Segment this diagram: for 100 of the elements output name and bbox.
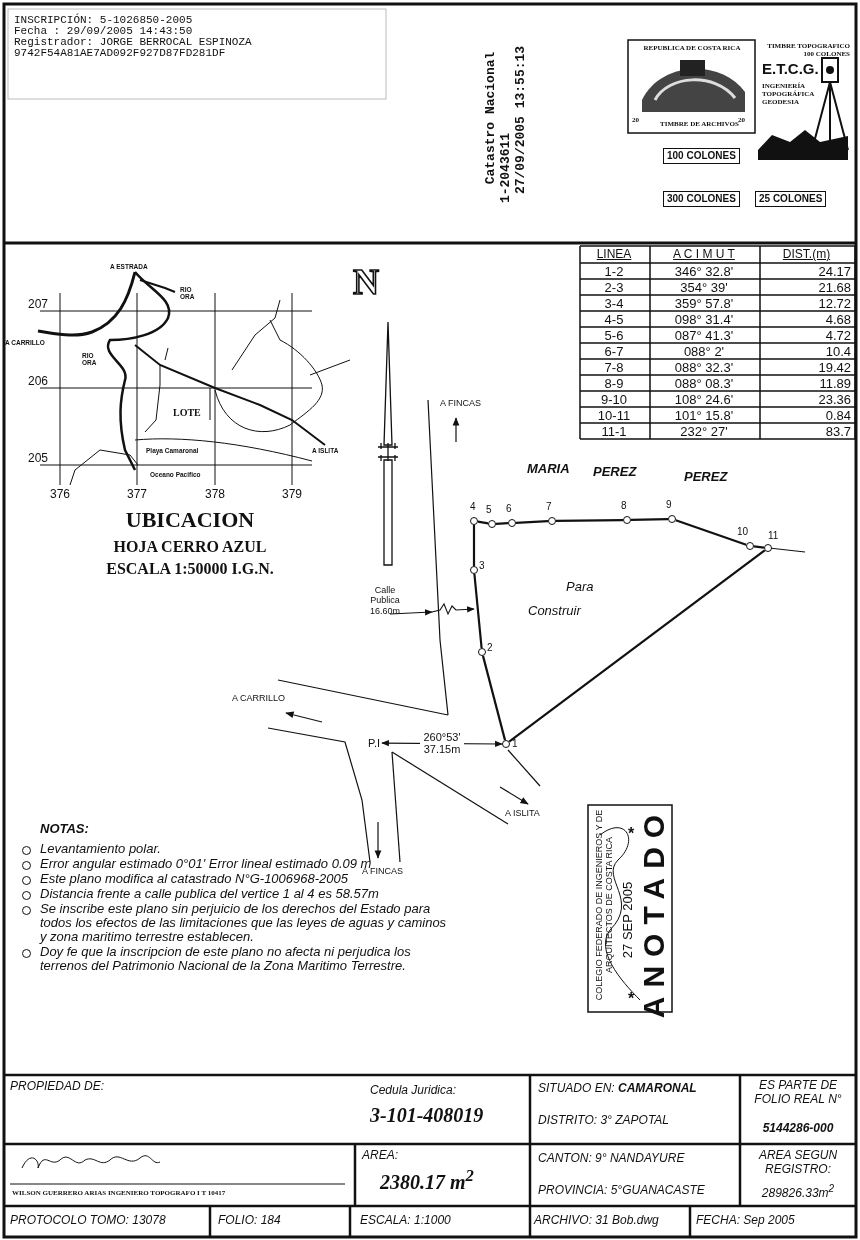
field-label: FECHA: Sep 2005 xyxy=(696,1214,795,1228)
stamp-date: 27 SEP 2005 xyxy=(620,881,636,959)
vertex-number: 1 xyxy=(512,738,518,749)
north-letter: N xyxy=(353,262,379,304)
table-value: 3-4 xyxy=(603,297,625,312)
field-value: 5144286-000 xyxy=(761,1122,835,1136)
table-value: 098° 31.4' xyxy=(673,313,735,328)
table-value: 4-5 xyxy=(603,313,625,328)
field-label: 289826.33m$^{2}$ xyxy=(760,1183,836,1201)
vertex-number: 2 xyxy=(487,642,493,653)
grid-coordinate: 378 xyxy=(205,488,226,502)
registry-stamp-text: 27/09/2005 13:55:13 xyxy=(513,45,529,195)
grid-coordinate: 376 xyxy=(50,488,71,502)
fee-stamp: 25 COLONES xyxy=(755,191,827,207)
point-label: P.I xyxy=(368,737,381,749)
stamp-text: * xyxy=(628,990,635,1009)
table-value: 11.89 xyxy=(818,377,851,392)
column-heading: LINEA xyxy=(595,248,633,262)
table-value: 088° 08.3' xyxy=(673,377,735,392)
vertex-number: 3 xyxy=(479,560,485,571)
table-value: 088° 2' xyxy=(682,345,726,360)
column-heading: A C I M U T xyxy=(672,248,736,262)
note-text: Distancia frente a calle publica del vertice 1 al 4 es 58.57m xyxy=(40,887,379,901)
boundary-line xyxy=(477,520,489,525)
table-value: 4.72 xyxy=(824,329,851,344)
table-value: 2-3 xyxy=(603,281,625,296)
table-value: 23.36 xyxy=(817,393,851,408)
note-text: Se inscribe este plano sin perjuicio de los derechos del Estado para todos los efectos de las limitaciones que las leyes de aguas y caminos y zona maritimo terrestre establecen. xyxy=(40,902,448,944)
map-label: LOTE xyxy=(173,407,201,419)
field-label: ES PARTE DE FOLIO REAL N° xyxy=(753,1079,843,1107)
map-title: UBICACION xyxy=(124,507,256,533)
field-label: FOLIO: 184 xyxy=(218,1214,281,1228)
stamp-text: COLEGIO FEDERADO DE INGENIEROS Y DE ARQUITECTOS DE COSTA RICA xyxy=(593,808,615,1003)
map-subtitle: ESCALA 1:50000 I.G.N. xyxy=(105,560,275,579)
table-value: 10-11 xyxy=(596,409,632,424)
note-text: Doy fe que la inscripcion de este plano no afecta ni perjudica los terrenos del Patrimonio Nacional de la Zona Maritimo Terrestre. xyxy=(40,945,412,973)
vertex-number: 7 xyxy=(546,501,552,512)
table-value: 0.84 xyxy=(824,409,851,424)
field-value: 3-101-408019 xyxy=(370,1104,484,1127)
field-label: SITUADO EN: CAMARONAL xyxy=(538,1082,697,1096)
boundary-line xyxy=(630,518,669,521)
stamp-text: ANOTADO xyxy=(636,805,671,1019)
boundary-line xyxy=(495,522,509,525)
neighbour-name: MARIA xyxy=(527,462,570,477)
field-label: PROVINCIA: 5°GUANACASTE xyxy=(538,1184,705,1198)
table-value: 10.4 xyxy=(824,345,851,360)
table-value: 108° 24.6' xyxy=(673,393,735,408)
field-label: ESCALA: 1:1000 xyxy=(360,1214,451,1228)
field-label: CANTON: 9° NANDAYURE xyxy=(538,1152,685,1166)
registration-text: INSCRIPCIÓN: 5-1026850-2005 xyxy=(14,14,193,26)
vertex-number: 5 xyxy=(486,504,492,515)
road-label: A FINCAS xyxy=(440,398,481,409)
column-heading: DIST.(m) xyxy=(781,248,832,262)
grid-coordinate: 379 xyxy=(282,488,303,502)
registry-stamp-text: 1-2043611 xyxy=(498,132,514,204)
stamp-text: * xyxy=(628,825,635,844)
table-value: 21.68 xyxy=(817,281,851,296)
stamp-text: E.T.C.G. xyxy=(762,60,819,78)
road-label: A CARRILLO xyxy=(232,693,286,704)
notes-heading: NOTAS: xyxy=(40,822,89,837)
registration-text: Fecha : 29/09/2005 14:43:50 xyxy=(14,25,193,37)
table-value: 6-7 xyxy=(603,345,625,360)
table-value: 83.7 xyxy=(824,425,851,440)
fee-stamp: 100 COLONES xyxy=(663,148,740,164)
fee-stamp: 300 COLONES xyxy=(663,191,740,207)
grid-coordinate: 206 xyxy=(28,375,49,389)
grid-coordinate: 207 xyxy=(28,298,49,312)
boundary-line xyxy=(508,549,766,743)
registration-text: 9742F54A81AE7AD092F927D87FD281DF xyxy=(14,47,226,60)
field-label: DISTRITO: 3° ZAPOTAL xyxy=(538,1114,670,1128)
table-value: 087° 41.3' xyxy=(673,329,735,344)
table-value: 088° 32.3' xyxy=(673,361,735,376)
grid-coordinate: 377 xyxy=(127,488,148,502)
table-value: 354° 39' xyxy=(679,281,729,296)
lot-use-label: Construir xyxy=(528,604,581,619)
vertex-number: 10 xyxy=(737,526,749,537)
table-value: 359° 57.8' xyxy=(673,297,735,312)
boundary-line xyxy=(753,545,765,549)
dimension-label: Calle Publica 16.60m xyxy=(369,585,401,617)
road-label: A ISLITA xyxy=(505,808,540,819)
field-label: AREA: xyxy=(362,1149,398,1163)
table-value: 232° 27' xyxy=(679,425,729,440)
map-subtitle: HOJA CERRO AZUL xyxy=(112,538,268,557)
table-value: 24.17 xyxy=(817,265,851,280)
table-value: 1-2 xyxy=(603,265,625,280)
neighbour-name: PEREZ xyxy=(593,465,637,480)
table-value: 101° 15.8' xyxy=(673,409,735,424)
table-value: 12.72 xyxy=(817,297,851,312)
grid-coordinate: 205 xyxy=(28,452,49,466)
vertex-number: 9 xyxy=(666,499,672,510)
field-label: Cedula Juridica: xyxy=(370,1084,457,1098)
field-label: PROTOCOLO TOMO: 13078 xyxy=(10,1214,166,1228)
field-label: ARCHIVO: 31 Bob.dwg xyxy=(534,1214,659,1228)
table-value: 9-10 xyxy=(600,393,628,408)
lot-use-label: Para xyxy=(566,580,594,595)
field-label: AREA SEGUN REGISTRO: xyxy=(757,1149,839,1177)
boundary-line xyxy=(481,655,507,741)
vertex-number: 4 xyxy=(470,501,476,512)
table-value: 11-1 xyxy=(600,425,628,440)
registry-stamp-text: Catastro Nacional xyxy=(483,51,499,185)
